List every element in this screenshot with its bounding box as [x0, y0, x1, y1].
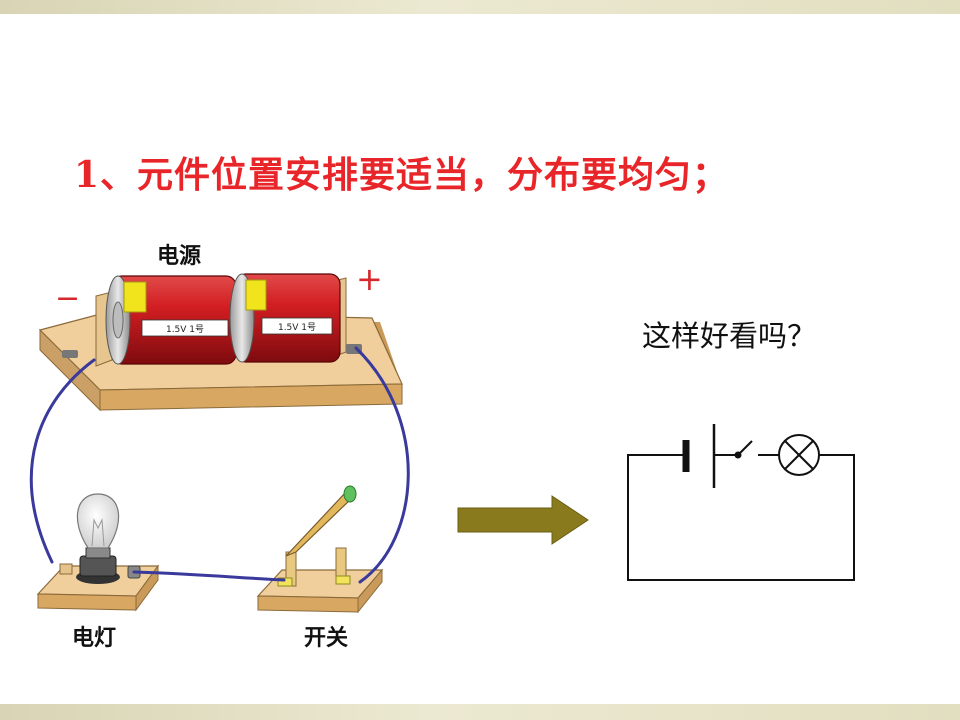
question-text: 这样好看吗？ — [642, 319, 817, 353]
battery-1-print: 1.5V 1号 — [166, 324, 204, 335]
bottom-decor-band — [0, 704, 960, 720]
power-source-label: 电源 — [157, 244, 202, 269]
right-arrow-icon — [457, 495, 589, 545]
light-bulb-icon — [76, 493, 120, 584]
wires — [29, 346, 410, 584]
wire-battery-to-lamp — [29, 358, 96, 564]
knife-switch-icon — [277, 485, 357, 587]
slide-heading: 1、元件位置安排要适当，分布要均匀； — [74, 154, 730, 196]
lamp-terminal-left — [59, 563, 73, 575]
circuit-schematic — [627, 424, 855, 581]
battery-2-print: 1.5V 1号 — [278, 322, 316, 333]
circuit-loop — [627, 454, 855, 581]
top-decor-band — [0, 0, 960, 14]
terminal-left — [62, 350, 78, 358]
switch-symbol-icon — [734, 440, 776, 459]
battery-icon: 1.5V 1号 — [229, 273, 341, 363]
wire-battery-to-switch — [354, 346, 410, 584]
battery-icon: 1.5V 1号 — [105, 275, 237, 365]
cell-symbol-icon — [682, 424, 736, 488]
lamp-label: 电灯 — [72, 626, 117, 651]
lamp-symbol-icon — [776, 434, 822, 476]
switch-board — [256, 568, 384, 614]
switch-handle — [343, 485, 357, 503]
wire-lamp-to-switch — [132, 570, 286, 582]
minus-sign: − — [55, 281, 80, 316]
switch-label: 开关 — [304, 626, 349, 651]
plus-sign: + — [356, 260, 383, 298]
